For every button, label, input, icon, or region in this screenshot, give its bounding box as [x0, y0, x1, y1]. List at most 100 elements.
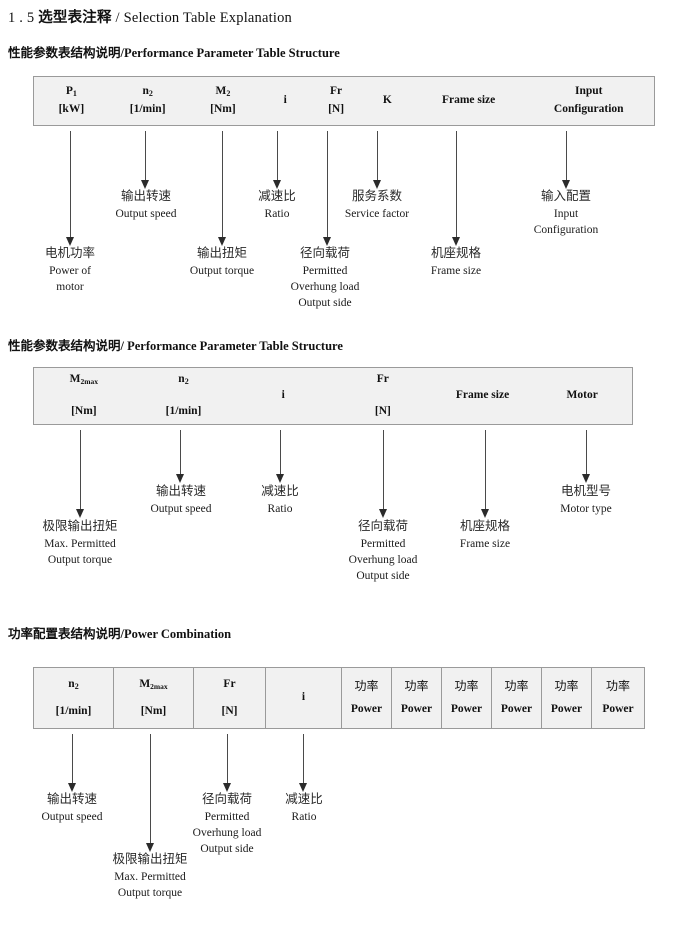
table2-col-frame-size-symbol: Frame size	[455, 389, 510, 402]
arrow-to-frame-size-2	[481, 430, 489, 518]
table3-col-power-4-en: Power	[500, 703, 533, 716]
annotation-power-of-motor-en-1: Power of	[49, 264, 91, 277]
annotation-output-torque-en-1: Output torque	[189, 264, 255, 277]
table1-col-p1: P1 [kW]	[34, 77, 109, 125]
power-combination-table: n2 [1/min] M2max [Nm] Fr [N] i 功率 Power …	[33, 667, 645, 729]
section-2-title-en: Performance Parameter Table Structure	[127, 339, 343, 353]
annotation-max-permitted-output-torque-3-en-1: Max. Permitted	[114, 870, 186, 883]
table1-col-n2-symbol: n	[142, 85, 149, 98]
annotation-frame-size: 机座规格 Frame size	[431, 245, 481, 279]
arrow-to-permitted-overhung-load-3	[223, 734, 231, 792]
arrow-to-output-speed-3	[68, 734, 76, 792]
annotation-power-of-motor: 电机功率 Power of motor	[45, 245, 95, 295]
table3-col-power-6-cn: 功率	[605, 678, 630, 693]
annotation-output-speed: 输出转速 Output speed	[115, 188, 176, 222]
page-title-separator: /	[115, 10, 120, 26]
table3-col-power-2: 功率 Power	[392, 668, 442, 728]
annotation-max-permitted-output-torque-3-en-2: Output torque	[117, 887, 183, 900]
table1-col-input-configuration: Input Configuration	[523, 77, 654, 125]
annotation-ratio-en-1: Ratio	[264, 207, 290, 220]
annotation-permitted-overhung-load-2-en-2: Overhung load	[348, 554, 418, 567]
arrow-to-frame-size	[452, 131, 460, 246]
annotation-frame-size-2-cn: 机座规格	[459, 519, 511, 533]
page-title: 1 . 5 选型表注释 / Selection Table Explanatio…	[8, 6, 292, 27]
annotation-output-torque-cn: 输出扭矩	[196, 246, 248, 260]
annotation-max-permitted-output-torque-cn: 极限输出扭矩	[42, 519, 118, 533]
table3-col-fr-unit: [N]	[221, 704, 238, 717]
section-1-title-sep: /	[120, 46, 124, 60]
annotation-frame-size-cn: 机座规格	[430, 246, 482, 260]
table2-col-n2-sub: 2	[184, 377, 189, 387]
annotation-ratio: 减速比 Ratio	[258, 188, 296, 222]
table2-col-n2-unit: [1/min]	[165, 405, 202, 417]
annotation-frame-size-2-en-1: Frame size	[459, 537, 511, 550]
page-title-en: Selection Table Explanation	[123, 10, 292, 26]
annotation-output-speed-3-en-1: Output speed	[41, 810, 103, 823]
annotation-input-configuration: 输入配置 Input Configuration	[534, 188, 599, 238]
table1-col-k: K	[361, 77, 414, 125]
annotation-input-configuration-en-2: Configuration	[533, 224, 599, 237]
arrow-to-max-permitted-output-torque	[76, 430, 84, 518]
annotation-output-speed-3: 输出转速 Output speed	[41, 791, 102, 825]
arrow-to-permitted-overhung-load	[323, 131, 331, 246]
annotation-motor-type-en-1: Motor type	[560, 502, 612, 515]
arrow-to-permitted-overhung-load-2	[379, 430, 387, 518]
table2-col-n2-symbol: n	[178, 373, 185, 386]
table3-col-power-1: 功率 Power	[342, 668, 392, 728]
table2-col-n2: n2 [1/min]	[134, 368, 234, 424]
annotation-permitted-overhung-load: 径向载荷 Permitted Overhung load Output side	[291, 245, 360, 312]
table3-col-power-1-cn: 功率	[354, 678, 379, 693]
table2-col-motor-symbol: Motor	[566, 389, 598, 402]
table3-col-m2max-sub: 2max	[150, 681, 168, 691]
annotation-output-speed-2: 输出转速 Output speed	[150, 483, 211, 517]
table2-col-m2max-symbol: M	[69, 373, 81, 386]
table3-col-n2-unit: [1/min]	[55, 704, 92, 717]
table3-col-fr: Fr [N]	[194, 668, 266, 728]
table2-col-m2max: M2max [Nm]	[34, 368, 134, 424]
table3-col-power-5-en: Power	[550, 703, 583, 716]
arrow-to-ratio-2	[276, 430, 284, 483]
table3-col-m2max-unit: [Nm]	[140, 704, 167, 717]
section-3-title-cn: 功率配置表结构说明	[8, 627, 121, 641]
table3-col-power-4: 功率 Power	[492, 668, 542, 728]
annotation-ratio-cn: 减速比	[258, 189, 296, 203]
section-3-title: 功率配置表结构说明/Power Combination	[8, 623, 231, 642]
annotation-output-speed-en-1: Output speed	[115, 207, 177, 220]
table2-col-motor: Motor	[532, 368, 632, 424]
annotation-max-permitted-output-torque: 极限输出扭矩 Max. Permitted Output torque	[42, 518, 117, 568]
annotation-permitted-overhung-load-en-2: Overhung load	[290, 281, 360, 294]
annotation-frame-size-en-1: Frame size	[430, 264, 482, 277]
annotation-permitted-overhung-load-en-1: Permitted	[302, 264, 348, 277]
section-2-title: 性能参数表结构说明/ Performance Parameter Table S…	[8, 335, 343, 354]
table1-col-p1-unit: [kW]	[58, 103, 85, 115]
annotation-output-speed-2-cn: 输出转速	[155, 484, 207, 498]
arrow-to-output-torque	[218, 131, 226, 246]
table1-col-input-configuration-unit: Configuration	[553, 103, 624, 115]
annotation-motor-type-cn: 电机型号	[560, 484, 611, 498]
table3-col-m2max: M2max [Nm]	[114, 668, 194, 728]
table3-col-power-1-en: Power	[350, 703, 383, 716]
table3-col-power-5-cn: 功率	[554, 678, 579, 693]
table3-col-power-3-en: Power	[450, 703, 483, 716]
annotation-service-factor-cn: 服务系数	[351, 189, 403, 203]
table3-col-power-4-cn: 功率	[504, 678, 529, 693]
annotation-frame-size-2: 机座规格 Frame size	[460, 518, 510, 552]
annotation-permitted-overhung-load-3-en-1: Permitted	[204, 810, 250, 823]
annotation-permitted-overhung-load-2-cn: 径向载荷	[357, 519, 409, 533]
annotation-service-factor-en-1: Service factor	[344, 207, 410, 220]
annotation-max-permitted-output-torque-en-2: Output torque	[47, 554, 113, 567]
section-3-title-sep: /	[120, 627, 124, 641]
table2-col-fr-symbol: Fr	[376, 373, 389, 386]
annotation-ratio-2-en-1: Ratio	[267, 502, 293, 515]
arrow-to-output-speed	[141, 131, 149, 189]
section-2-title-sep: /	[120, 339, 124, 353]
table2-col-i: i	[233, 368, 333, 424]
annotation-max-permitted-output-torque-en-1: Max. Permitted	[44, 537, 116, 550]
annotation-ratio-3-cn: 减速比	[285, 792, 323, 806]
annotation-output-torque: 输出扭矩 Output torque	[190, 245, 254, 279]
table2-col-i-symbol: i	[281, 389, 285, 402]
table2-col-frame-size: Frame size	[433, 368, 533, 424]
annotation-ratio-3-en-1: Ratio	[291, 810, 317, 823]
table3-col-i-symbol: i	[301, 691, 306, 704]
